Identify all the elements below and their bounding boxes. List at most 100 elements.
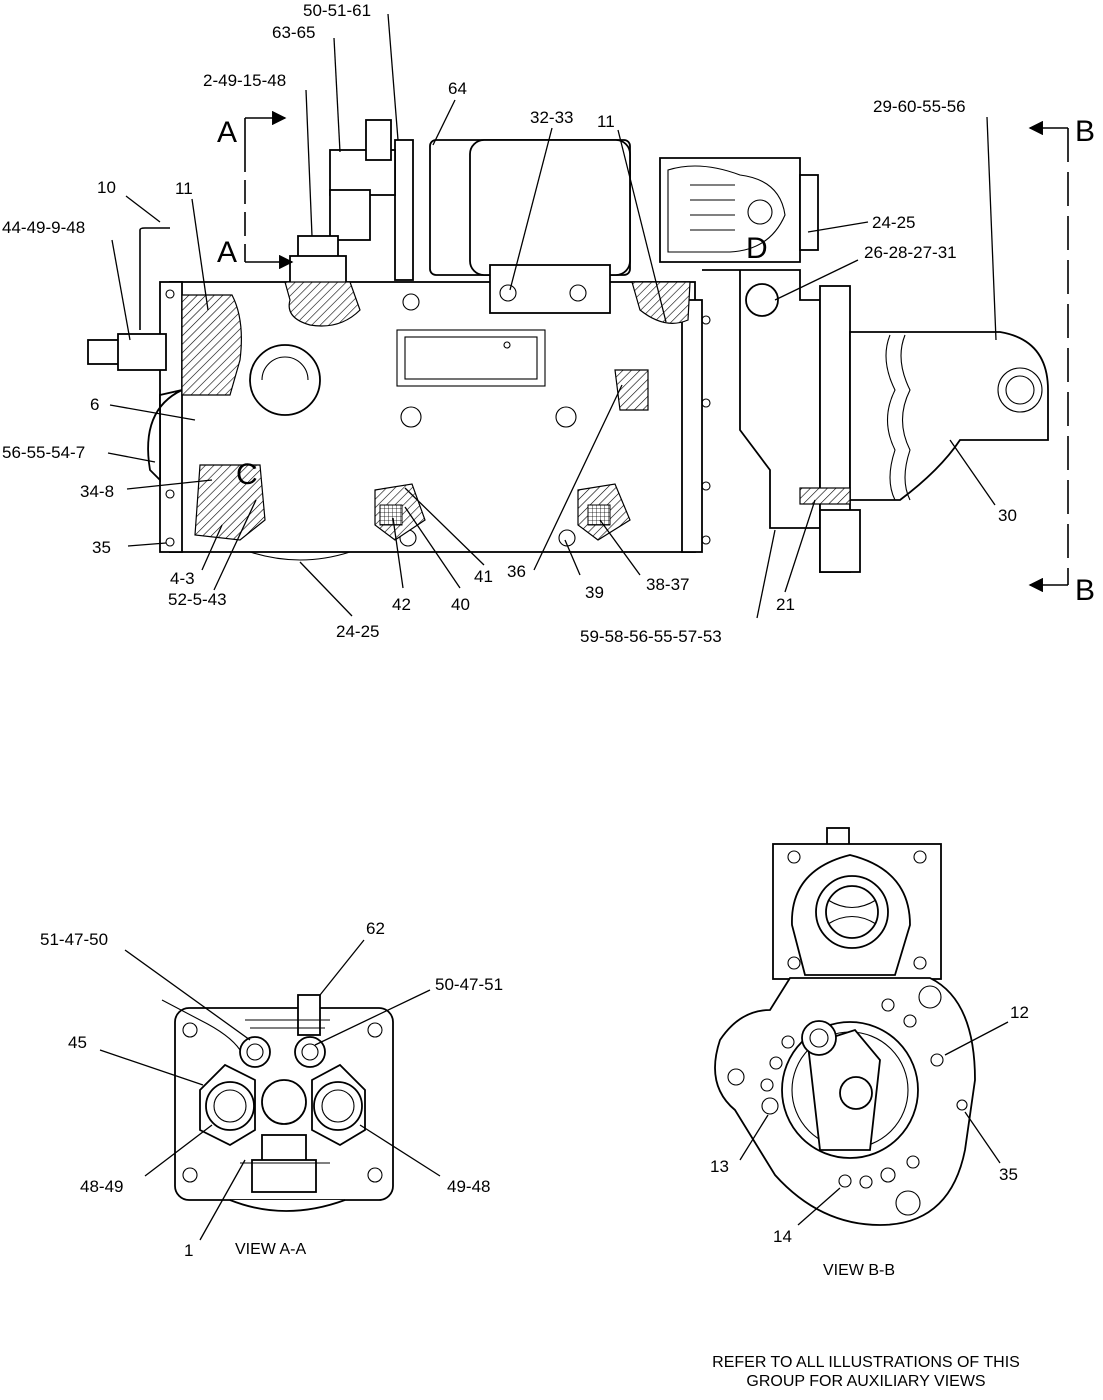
callout-10: 10	[97, 178, 116, 197]
timing-cover-arc	[261, 356, 309, 381]
aa-nut-right	[313, 1081, 363, 1131]
callout-32-33: 32-33	[530, 108, 573, 127]
break-line-2	[900, 334, 911, 501]
flange-bolt-3	[165, 537, 175, 547]
spring-coils	[690, 184, 735, 231]
bb-flange-bolt-bl	[787, 956, 801, 970]
bb-bolt-b	[903, 1014, 917, 1028]
main-leaders	[107, 13, 997, 619]
drive-shaft-housing	[849, 331, 1049, 501]
callout-34-8: 34-8	[80, 482, 114, 501]
top-screw	[402, 293, 420, 311]
section-letter-b-bottom: B	[1075, 574, 1095, 607]
bb-flange-bolt-tl	[787, 850, 801, 864]
upper-terminal	[365, 119, 392, 161]
left-governor-housing	[147, 389, 183, 483]
view-aa-callouts: 62 51-47-50 50-47-51 45 48-49 49-48 1 VI…	[40, 919, 503, 1260]
fuel-fitting-base	[289, 255, 347, 285]
top-cutaway-left	[284, 281, 361, 327]
callout-24-25-bottom: 24-25	[336, 622, 379, 641]
view-aa-caption: VIEW A-A	[235, 1241, 306, 1258]
name-plate-rivet	[503, 341, 511, 349]
footer-note: REFER TO ALL ILLUSTRATIONS OF THIS GROUP…	[712, 1354, 1020, 1390]
aa-lower-block	[251, 1159, 317, 1193]
callout-64: 64	[448, 79, 467, 98]
aa-top-rail	[245, 1019, 330, 1029]
callout-44-49-9-48: 44-49-9-48	[2, 218, 85, 237]
callout-50-51-61: 50-51-61	[303, 1, 371, 20]
aa-center-nut	[261, 1134, 307, 1164]
callout-63-65: 63-65	[272, 23, 315, 42]
d-end-cap	[799, 174, 819, 251]
aa-bolt-br	[367, 1167, 383, 1183]
aa-center-boss	[261, 1079, 307, 1125]
bb-bolt-a	[760, 1078, 774, 1092]
section-letter-b-top: B	[1075, 115, 1095, 148]
plate-bolt-2	[701, 398, 711, 408]
callout-11-right: 11	[597, 112, 615, 131]
bb-hole-d	[906, 1155, 920, 1169]
view-aa-leaders	[99, 939, 441, 1241]
callout-1: 1	[184, 1241, 193, 1260]
callout-11-left: 11	[175, 179, 193, 198]
bb-hex-nut	[801, 1020, 837, 1056]
section-letter-a-bottom: A	[217, 236, 237, 269]
detail-d-housing	[659, 157, 801, 263]
bracket-plate	[489, 264, 611, 314]
callout-36: 36	[507, 562, 526, 581]
callout-26-28-27-31: 26-28-27-31	[864, 243, 957, 262]
drive-seal-section	[799, 487, 851, 505]
callout-24-25-top: 24-25	[872, 213, 915, 232]
view-bb	[714, 827, 976, 1226]
bb-flange-bolt-br	[913, 956, 927, 970]
callout-39: 39	[585, 583, 604, 602]
break-line	[885, 334, 896, 501]
aa-wire	[161, 999, 241, 1051]
flange-bolt-2	[165, 489, 175, 499]
front-screw-right	[555, 406, 577, 428]
callout-40: 40	[451, 595, 470, 614]
fuel-line-fitting	[329, 189, 371, 241]
plate-bolt-4	[701, 535, 711, 545]
footer-note-line-2: GROUP FOR AUXILIARY VIEWS	[746, 1373, 985, 1390]
aa-fitting-left-inner	[246, 1043, 264, 1061]
bracket-screw-2	[569, 284, 587, 302]
callout-42: 42	[392, 595, 411, 614]
bb-hex-nut-inner	[809, 1028, 829, 1048]
bb-side-hole	[727, 1068, 745, 1086]
callout-14: 14	[773, 1227, 792, 1246]
aa-bolt-tr	[367, 1022, 383, 1038]
name-plate-inner	[404, 336, 538, 380]
aa-fitting-right	[294, 1036, 326, 1068]
bb-flange-bolt-tr	[913, 850, 927, 864]
bb-slot-screw-top	[918, 985, 942, 1009]
main-view	[87, 110, 1069, 593]
bb-hole-e	[880, 1167, 896, 1183]
bb-coupling-slot	[827, 899, 877, 925]
bb-hole-13	[761, 1097, 779, 1115]
inspection-plug	[745, 283, 779, 317]
lower-flange-block	[819, 509, 861, 573]
spring-cavity	[667, 165, 786, 253]
callout-49-48: 49-48	[447, 1177, 490, 1196]
view-aa	[161, 994, 394, 1212]
callout-13: 13	[710, 1157, 729, 1176]
callout-30: 30	[998, 506, 1017, 525]
footer-note-line-1: REFER TO ALL ILLUSTRATIONS OF THIS	[712, 1354, 1020, 1371]
flange-bolt-1	[165, 289, 175, 299]
front-screw-left	[400, 406, 422, 428]
drive-housing	[702, 269, 821, 529]
bb-drive-hub	[839, 1076, 873, 1110]
callout-35-left: 35	[92, 538, 111, 557]
left-nut	[117, 333, 167, 371]
callout-48-49: 48-49	[80, 1177, 123, 1196]
aa-bolt-bl	[182, 1167, 198, 1183]
bb-bolt-12	[930, 1053, 944, 1067]
bb-bolt-35	[956, 1099, 968, 1111]
shaft-eye	[1005, 375, 1035, 405]
wire-lead	[139, 227, 170, 330]
callout-52-5-43: 52-5-43	[168, 590, 227, 609]
solenoid-flange	[394, 139, 414, 281]
callout-6: 6	[90, 395, 99, 414]
